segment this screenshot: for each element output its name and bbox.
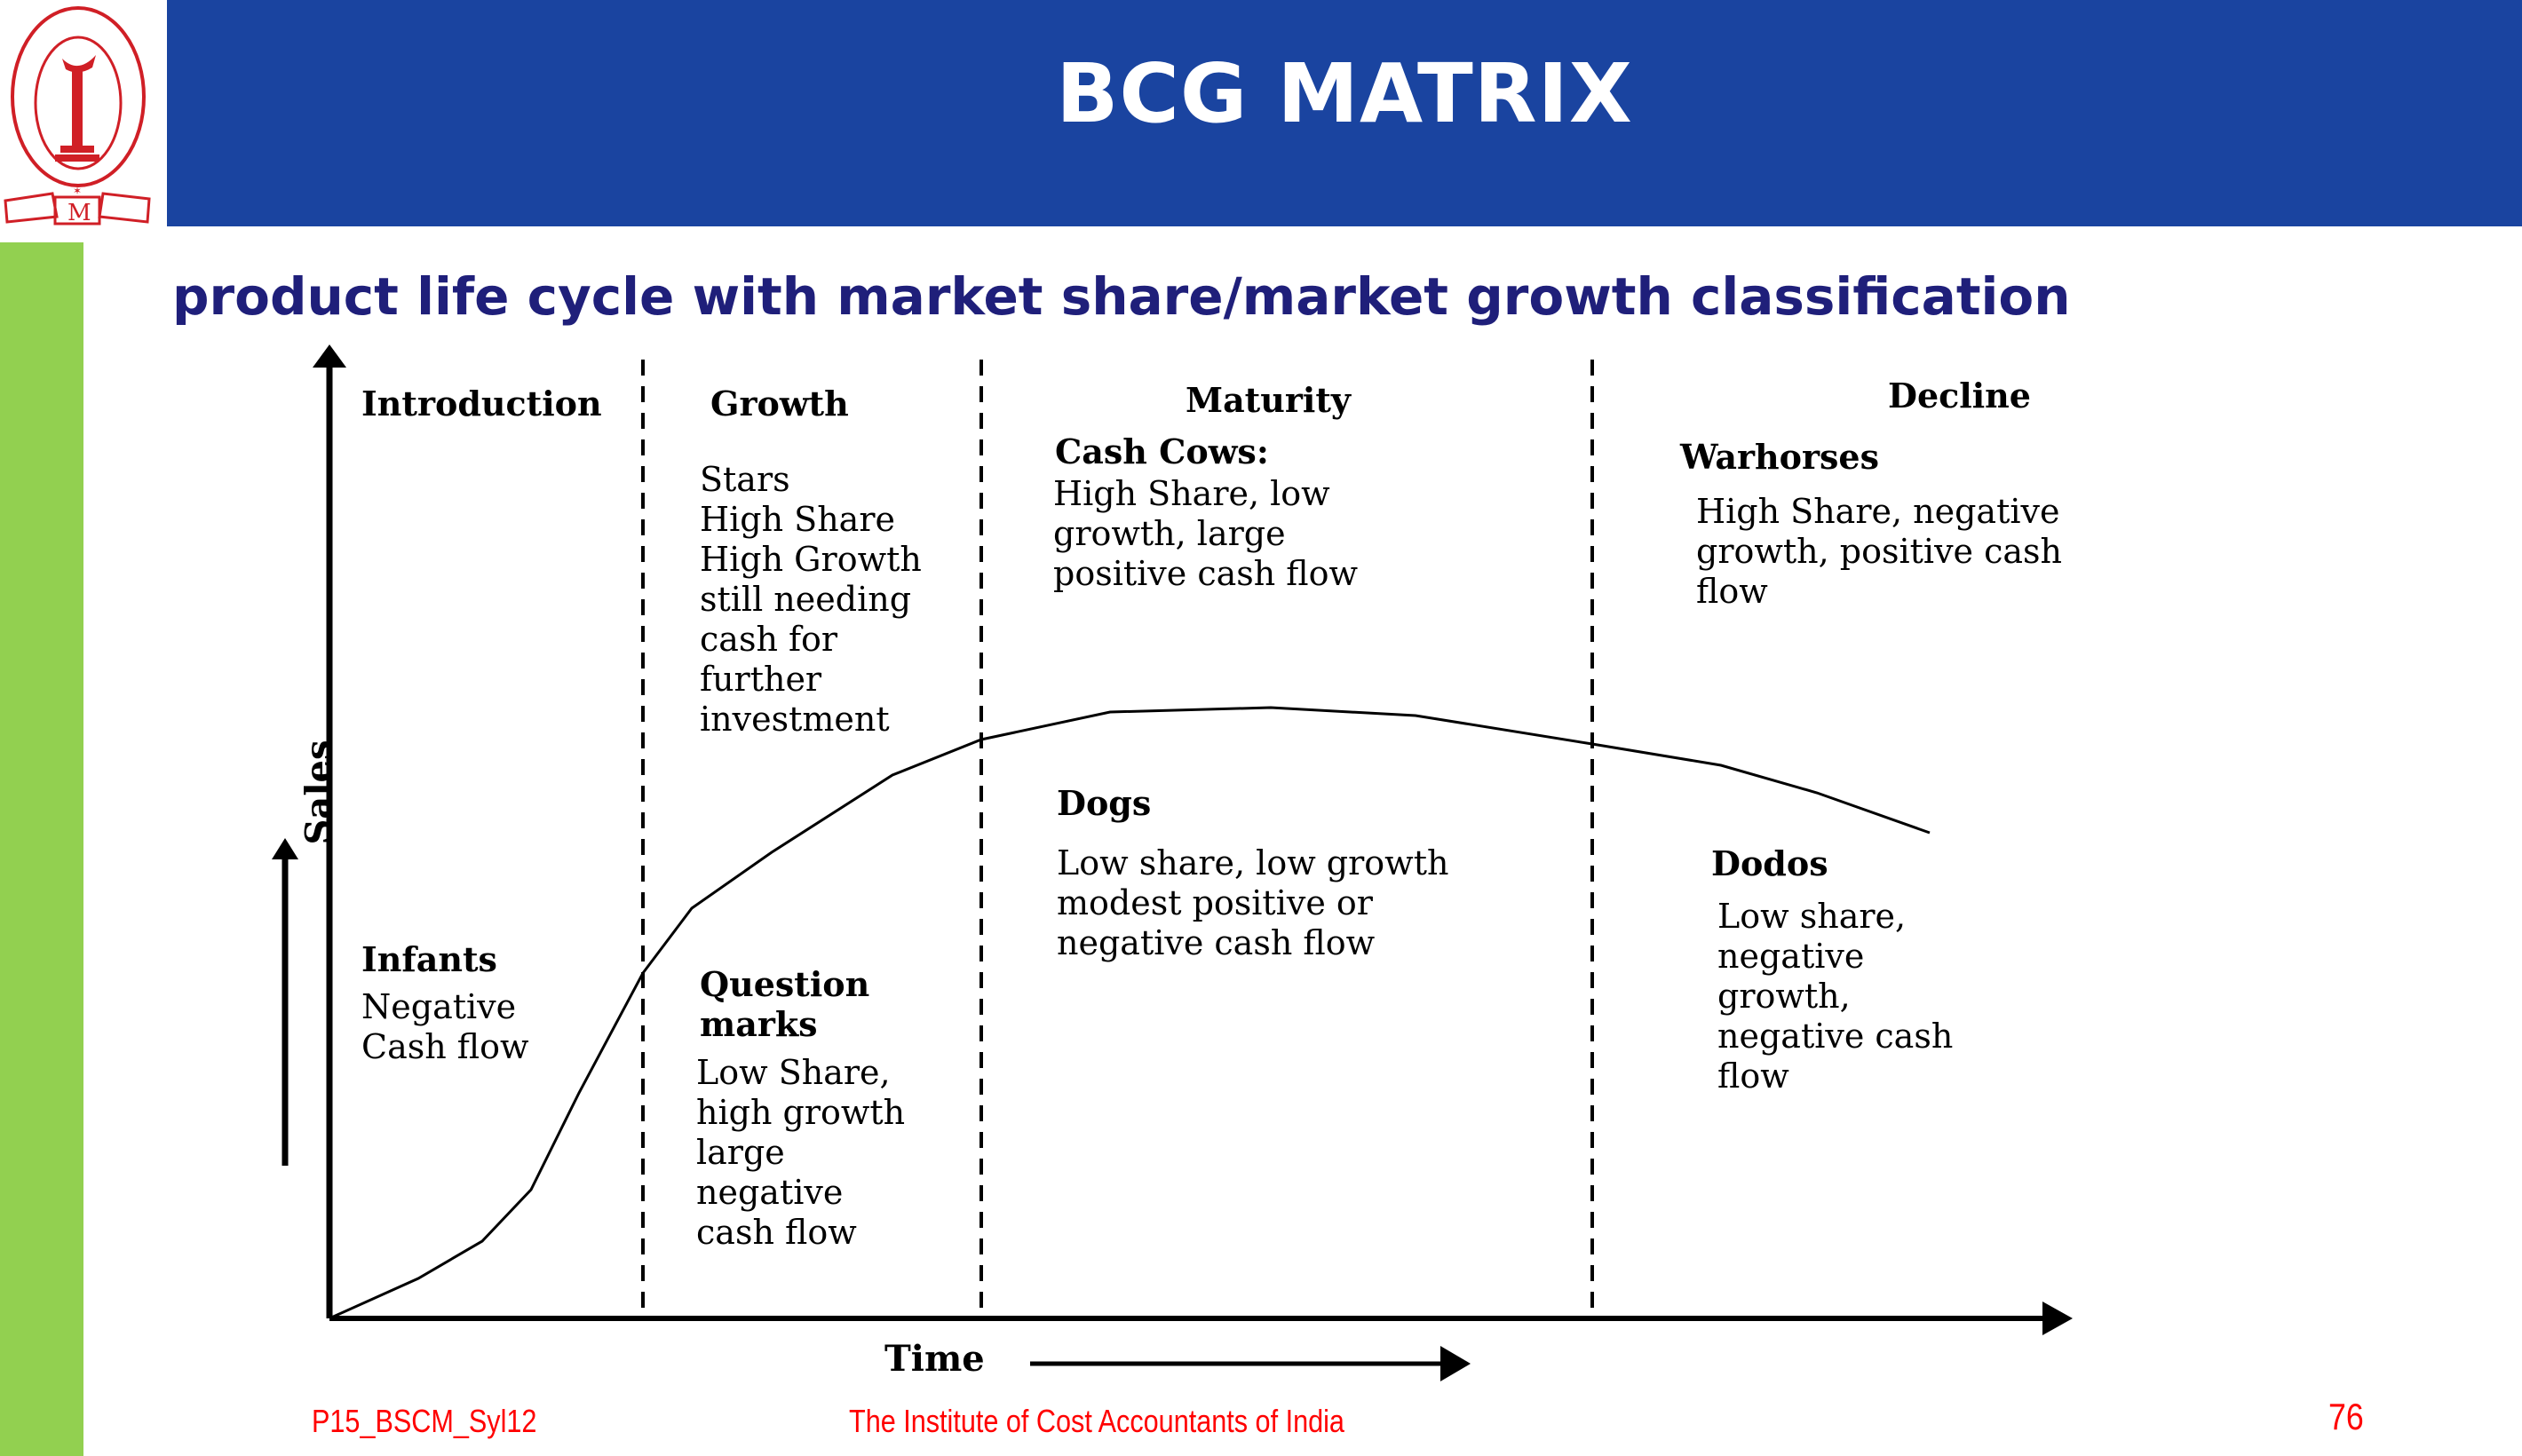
svg-text:✶: ✶ xyxy=(73,185,82,197)
sales-curve xyxy=(329,706,1931,1320)
time-arrow-icon xyxy=(1440,1346,1471,1381)
slide-title: BCG MATRIX xyxy=(1056,46,1633,141)
dogs-title: Dogs xyxy=(1057,783,1152,823)
x-axis-arrow-icon xyxy=(2042,1302,2073,1335)
svg-text:M: M xyxy=(67,200,91,226)
y-axis-label: Sales xyxy=(297,740,340,845)
stage-maturity: Maturity xyxy=(1186,380,1351,420)
institute-logo: ✶ M xyxy=(4,4,155,226)
stage-growth: Growth xyxy=(710,384,849,423)
y-axis-arrow-icon xyxy=(313,344,346,368)
stage-introduction: Introduction xyxy=(361,384,602,423)
stage-decline: Decline xyxy=(1888,376,2031,415)
sidebar-accent xyxy=(0,242,83,1456)
slide-subtitle: product life cycle with market share/mar… xyxy=(172,266,2071,327)
cash-cows-title: Cash Cows: xyxy=(1055,431,1269,471)
header-bar xyxy=(167,0,2522,226)
sales-arrow-icon xyxy=(272,838,298,859)
footer-code: P15_BSCM_Syl12 xyxy=(312,1403,537,1439)
page-number: 76 xyxy=(2328,1396,2364,1437)
footer-institute: The Institute of Cost Accountants of Ind… xyxy=(849,1403,1344,1439)
dodos-title: Dodos xyxy=(1711,843,1828,883)
infants-title: Infants xyxy=(361,939,497,979)
warhorses-title: Warhorses xyxy=(1680,437,1879,477)
x-axis-label: Time xyxy=(884,1338,985,1380)
